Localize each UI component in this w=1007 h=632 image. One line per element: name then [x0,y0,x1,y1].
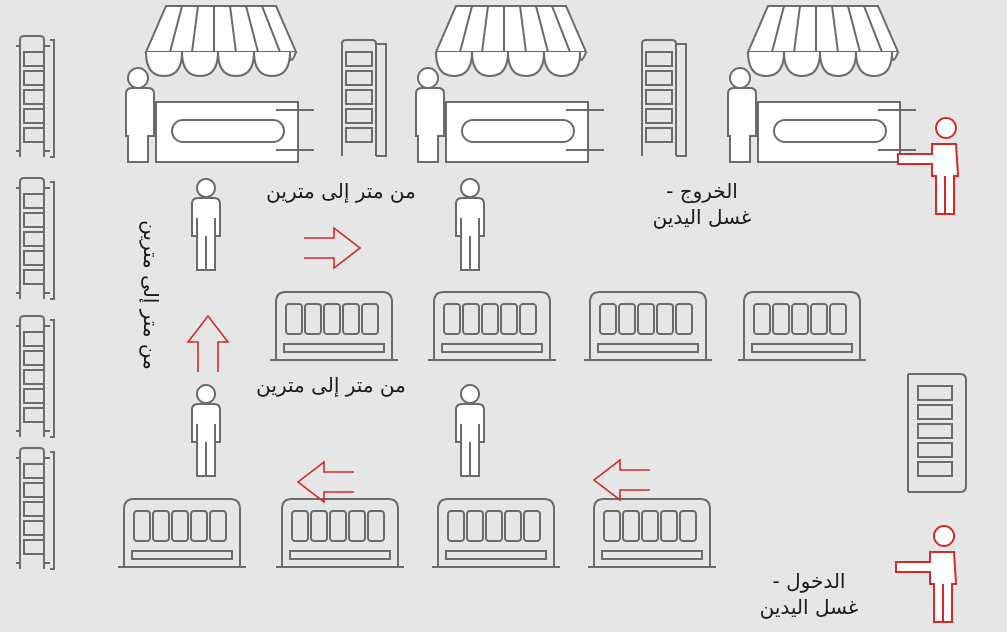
distance-label-middle: من متر إلى مترين [256,373,406,397]
left-fence-column [15,35,55,570]
market-stalls [125,5,917,163]
arrow-left-2 [593,459,651,501]
entry-label: الدخول - غسل اليدين [734,568,884,620]
arrow-up [187,315,229,373]
person-bottom-left [191,384,221,477]
entry-label-line1: الدخول - [772,569,846,593]
arrow-left-1 [297,461,355,503]
distance-label-top: من متر إلى مترين [266,179,416,203]
exit-pointer-figure [897,117,959,215]
queue-people [191,178,485,477]
exit-label-line2: غسل اليدين [652,205,752,229]
arrow-right [303,227,361,269]
right-barrier [907,373,967,493]
person-bottom-right [455,384,485,477]
exit-label-line1: الخروج - [666,179,738,203]
bottom-barricades [117,498,717,568]
middle-barricades [269,291,867,361]
entry-pointer-figure [895,525,957,623]
person-top-right [455,178,485,271]
distance-label-side: من متر إلى مترين [139,220,163,370]
entry-label-line2: غسل اليدين [759,595,859,619]
direction-arrows [187,227,651,503]
exit-label: الخروج - غسل اليدين [622,178,782,230]
person-top-left [191,178,221,271]
